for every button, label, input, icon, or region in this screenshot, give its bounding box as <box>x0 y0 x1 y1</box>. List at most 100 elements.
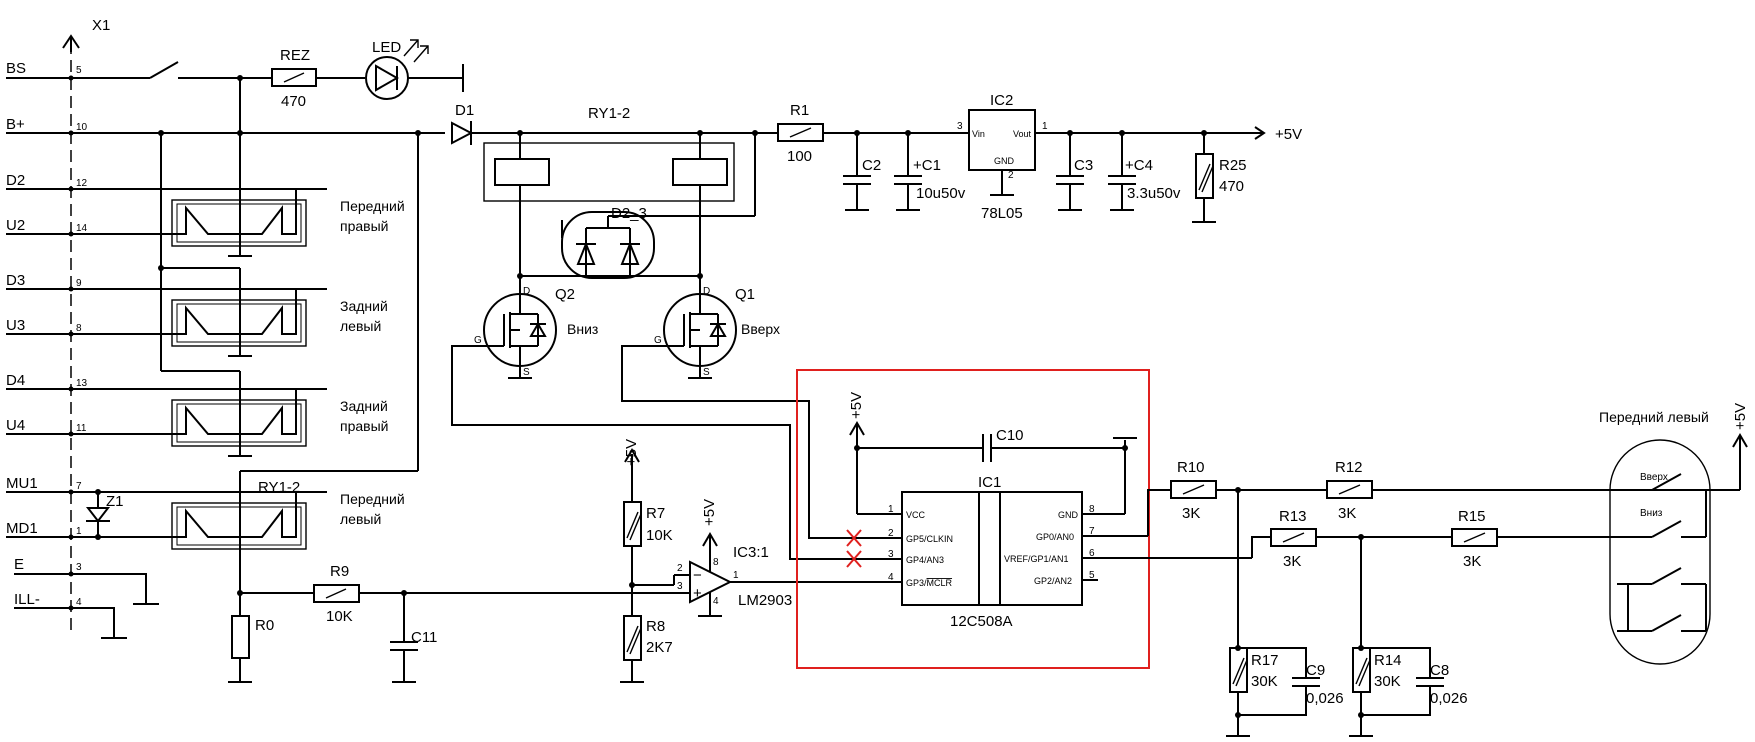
pin-plus-num: 3 <box>677 581 683 592</box>
part-name: R9 <box>330 563 349 580</box>
pin-label: GP0/AN0 <box>1036 532 1074 542</box>
pin-number: 2 <box>888 528 894 539</box>
part-number: 12C508A <box>950 613 1013 630</box>
pin-number: 9 <box>76 278 82 289</box>
pin-number: 3 <box>888 549 894 560</box>
switch-label-line2: правый <box>340 418 388 434</box>
front-left-window-switch: Передний левый Вверх Вниз +5V <box>1599 403 1749 665</box>
comparator-ic3: 2 3 − + +5V 8 4 1 IC3:1 LM2903 <box>674 499 792 617</box>
part-value: 470 <box>1219 178 1244 195</box>
resistor-r7: +5V R7 10K <box>623 439 673 547</box>
supply-label: +5V <box>1275 126 1302 143</box>
led: LED <box>365 39 464 100</box>
pin-number: 12 <box>76 178 88 189</box>
part-name: C3 <box>1074 157 1093 174</box>
pin-g: G <box>654 335 662 346</box>
pin-number: 5 <box>1089 570 1095 581</box>
pin-u2: U2 14 <box>6 217 172 237</box>
pin-ill: ILL- 4 <box>14 591 127 639</box>
pin-d2: D2 12 <box>6 172 327 192</box>
pin-number: 1 <box>76 526 82 537</box>
part-name: IC3:1 <box>733 544 769 561</box>
signal-label: MU1 <box>6 475 38 492</box>
pin-d: D <box>703 286 710 297</box>
cut-mark-pin2 <box>846 529 862 547</box>
part-name: Z1 <box>106 493 124 510</box>
capacitor-c3: C3 <box>1056 130 1093 211</box>
pin-number: 1 <box>888 504 894 515</box>
part-value: 10u50v <box>916 185 966 202</box>
resistor-r13: R13 3K <box>1270 508 1317 570</box>
pin-u3: U3 8 <box>6 317 172 337</box>
switch-label-line1: Задний <box>340 398 388 414</box>
part-name: C2 <box>862 157 881 174</box>
pin-out-num: 1 <box>733 570 739 581</box>
part-name: R12 <box>1335 459 1363 476</box>
part-name: D2_3 <box>611 205 647 222</box>
pin-number: 4 <box>888 572 894 583</box>
signal-label: D4 <box>6 372 25 389</box>
pin-number: 3 <box>76 562 82 573</box>
pin-md1: MD1 1 <box>6 520 172 540</box>
signal-label: D2 <box>6 172 25 189</box>
resistor-r17: R17 30K <box>1226 490 1279 737</box>
window-switch-rear-right: Задний правый <box>171 388 388 457</box>
pin-u4: U4 11 <box>6 417 172 437</box>
switch-down-label: Вниз <box>1640 508 1663 519</box>
supply-label: +5V <box>848 392 865 419</box>
pin-gnd-num: 4 <box>713 596 719 607</box>
part-name: R13 <box>1279 508 1307 525</box>
signal-label: D3 <box>6 272 25 289</box>
resistor-r9: R9 10K <box>313 563 360 625</box>
part-value: 3K <box>1283 553 1301 570</box>
pin-number: 5 <box>76 65 82 76</box>
pin-e: E 3 <box>14 556 159 605</box>
pin-number-vin: 3 <box>957 121 963 132</box>
part-name: R17 <box>1251 652 1279 669</box>
pin-label: GP2/AN2 <box>1034 576 1072 586</box>
pin-number: 11 <box>76 423 87 434</box>
window-switch-front-left: RY1-2 Передний левый <box>171 130 421 593</box>
microcontroller-ic1: IC1 12C508A 1 VCC 2 GP5/CLKIN 3 GP4/AN3 … <box>847 474 1252 630</box>
part-name: R25 <box>1219 157 1247 174</box>
cut-mark-pin3 <box>846 550 862 568</box>
mosfet-q1: D G S Q1 Вверх <box>654 276 780 379</box>
part-value: 0,026 <box>1306 690 1344 707</box>
signal-label: ILL- <box>14 591 40 608</box>
pin-number: 14 <box>76 223 88 234</box>
signal-label: E <box>14 556 24 573</box>
part-number: LM2903 <box>738 592 792 609</box>
part-name: R10 <box>1177 459 1205 476</box>
pin-number: 8 <box>1089 504 1095 515</box>
part-name: C11 <box>411 629 437 646</box>
signal-label: BS <box>6 60 26 77</box>
part-value: 3K <box>1463 553 1481 570</box>
resistor-r15: R15 3K <box>1451 508 1498 570</box>
pin-mu1: MU1 7 <box>6 475 327 495</box>
part-name: C8 <box>1430 662 1449 679</box>
switch-label-line1: Передний <box>340 491 405 507</box>
mosfet-q2: D G S Q2 Вниз <box>474 276 598 379</box>
pin-number-vout: 1 <box>1042 121 1048 132</box>
capacitor-c10: +5V C10 <box>848 392 1137 514</box>
part-value: 30K <box>1374 673 1401 690</box>
part-value: 470 <box>281 93 306 110</box>
pin-number: 4 <box>76 597 82 608</box>
diode-pair-d2-3: D2_3 <box>517 130 758 279</box>
part-value: 3.3u50v <box>1127 185 1181 202</box>
connector-name: X1 <box>92 17 110 34</box>
switch-label-line1: Передний <box>340 198 405 214</box>
part-value: 3K <box>1182 505 1200 522</box>
window-switch-rear-left: Задний левый <box>171 288 388 357</box>
part-name: RY1-2 <box>588 105 630 122</box>
part-name: R15 <box>1458 508 1486 525</box>
pin-label: GP5/CLKIN <box>906 534 953 544</box>
pin-label: VCC <box>906 510 926 520</box>
part-number: 78L05 <box>981 205 1023 222</box>
pin-d3: D3 9 <box>6 272 327 292</box>
capacitor-c1: +C1 10u50v <box>894 130 966 211</box>
resistor-r10: R10 3K <box>1170 459 1217 522</box>
pin-label-overline: MCLR <box>927 578 953 588</box>
part-name: IC1 <box>978 474 1001 491</box>
